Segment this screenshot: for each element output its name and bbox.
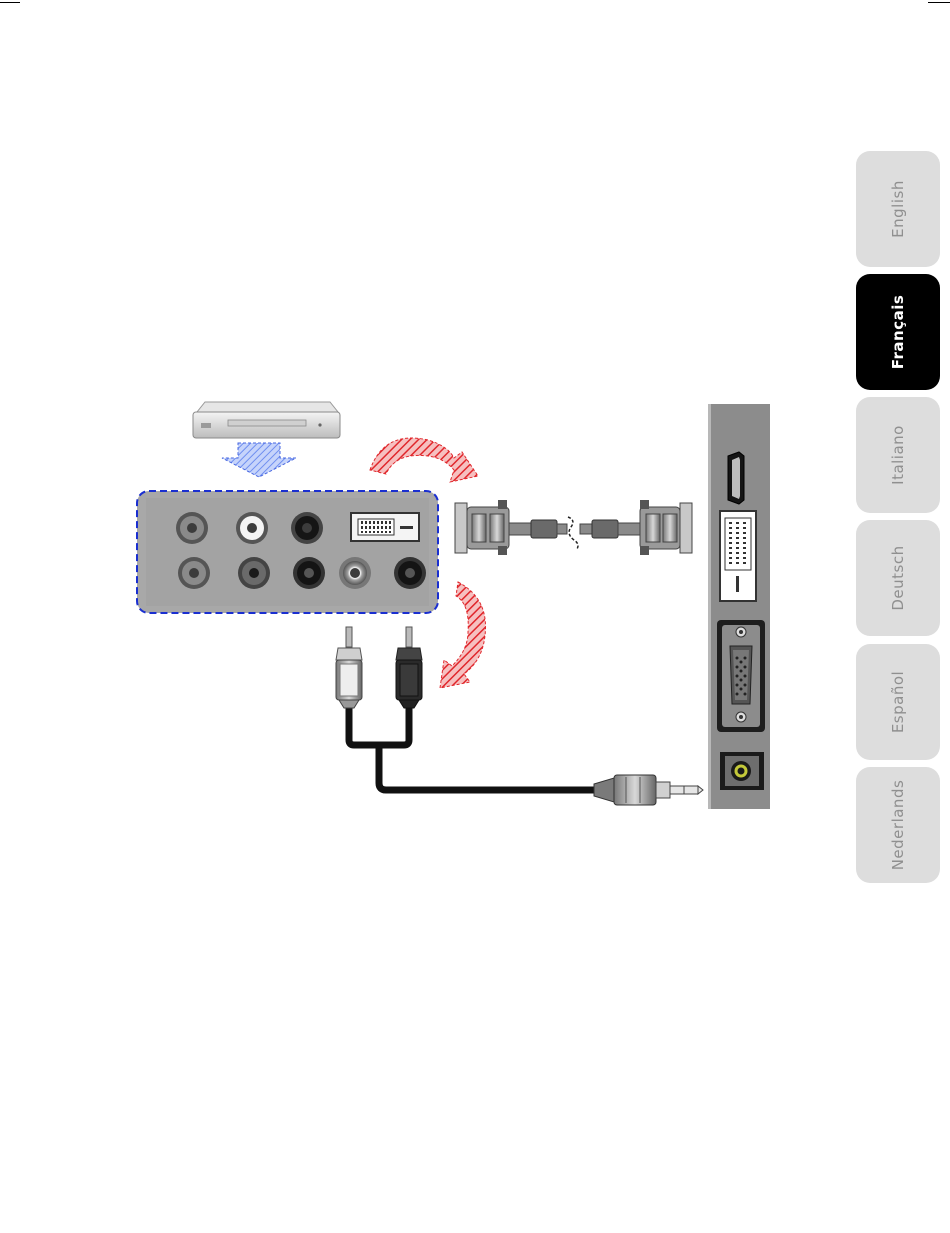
curved-arrow-icon — [440, 582, 486, 688]
rca-to-minijack-cable-icon — [336, 627, 703, 805]
rca-jack-icon — [291, 512, 323, 544]
tv-panel — [708, 404, 770, 809]
dvd-player-icon — [193, 402, 340, 438]
audio-in-jack-icon — [720, 752, 764, 790]
vga-port-icon — [717, 620, 765, 732]
rca-jack-icon — [178, 557, 210, 589]
dvi-cable-icon — [455, 500, 692, 555]
source-panel — [137, 491, 438, 613]
curved-arrow-icon — [370, 438, 478, 482]
dvi-port-icon — [720, 511, 756, 601]
hdmi-port-icon — [728, 452, 744, 504]
rca-jack-icon — [293, 557, 325, 589]
down-arrow-icon — [222, 443, 296, 477]
dvi-port-icon — [351, 513, 419, 541]
rca-jack-icon — [176, 512, 208, 544]
rca-jack-icon — [394, 557, 426, 589]
rca-jack-icon — [238, 557, 270, 589]
rca-jack-icon — [339, 557, 371, 589]
rca-jack-icon — [236, 512, 268, 544]
